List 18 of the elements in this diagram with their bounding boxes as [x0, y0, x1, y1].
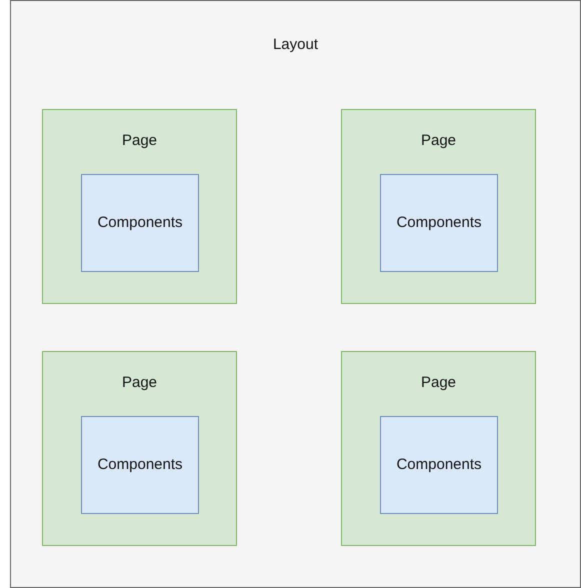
component-label: Components	[96, 456, 184, 473]
page-title: Page	[120, 132, 158, 149]
page-box	[341, 351, 536, 546]
page-box	[42, 109, 237, 304]
component-box	[81, 416, 199, 514]
component-box	[380, 416, 498, 514]
component-label: Components	[395, 214, 483, 231]
component-label: Components	[395, 456, 483, 473]
page-box	[341, 109, 536, 304]
component-label: Components	[96, 214, 184, 231]
page-box	[42, 351, 237, 546]
page-title: Page	[420, 132, 458, 149]
layout-container	[10, 0, 581, 588]
component-box	[81, 174, 199, 272]
page-title: Page	[420, 374, 458, 391]
component-box	[380, 174, 498, 272]
layout-title: Layout	[272, 36, 320, 53]
page-title: Page	[120, 374, 158, 391]
